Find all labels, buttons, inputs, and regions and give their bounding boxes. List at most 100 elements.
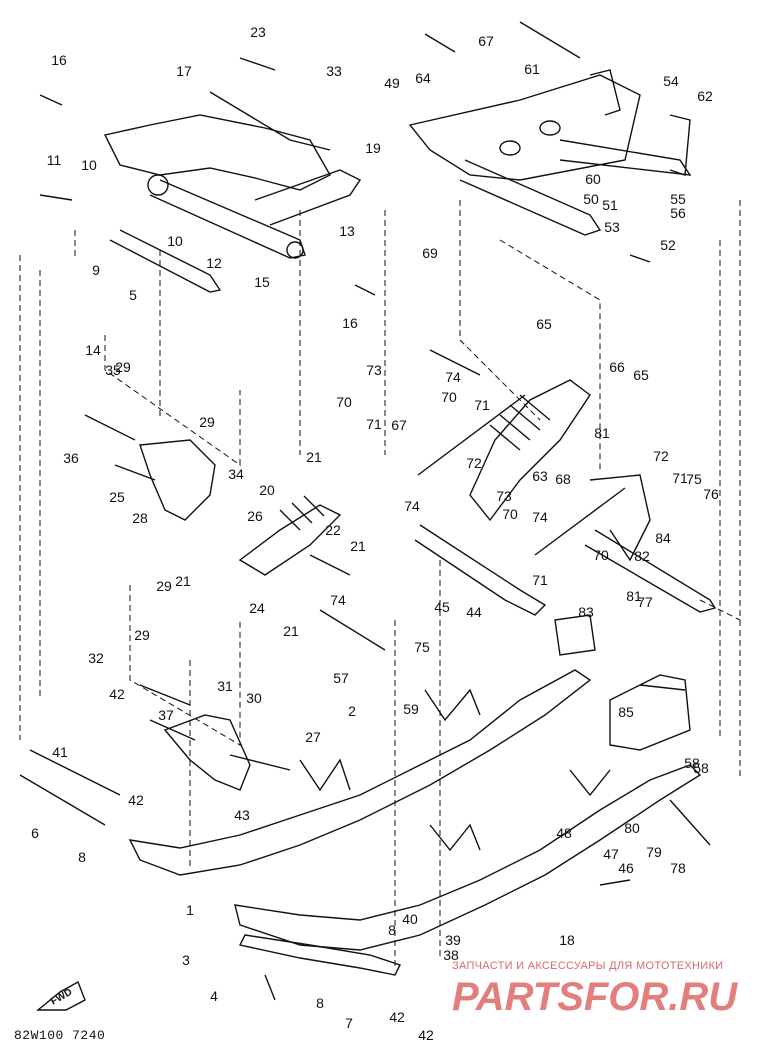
front-shock [238, 504, 342, 576]
callout-76: 76 [703, 486, 719, 502]
callout-10: 10 [81, 157, 97, 173]
callout-54: 54 [663, 73, 679, 89]
callout-39: 39 [445, 932, 461, 948]
callout-55: 55 [670, 191, 686, 207]
rear-shock [469, 379, 591, 522]
callout-10: 10 [167, 233, 183, 249]
callout-34: 34 [228, 466, 244, 482]
watermark-tagline: ЗАПЧАСТИ И АКСЕССУАРЫ ДЛЯ МОТОТЕХНИКИ [452, 960, 724, 972]
callout-19: 19 [365, 140, 381, 156]
callout-23: 23 [250, 24, 266, 40]
callout-58: 58 [693, 760, 709, 776]
slide-runner [238, 934, 401, 976]
callout-26: 26 [247, 508, 263, 524]
callout-84: 84 [655, 530, 671, 546]
callout-66: 66 [609, 359, 625, 375]
fwd-arrow-shape [36, 980, 86, 1011]
callout-64: 64 [415, 70, 431, 86]
callout-62: 62 [697, 88, 713, 104]
callout-29: 29 [156, 578, 172, 594]
callout-56: 56 [670, 205, 686, 221]
callout-numbers: 1234567888910101112131415161617181920212… [31, 24, 719, 1043]
callout-85: 85 [618, 704, 634, 720]
callout-71: 71 [532, 572, 548, 588]
callout-74: 74 [404, 498, 420, 514]
callout-8: 8 [388, 922, 396, 938]
callout-28: 28 [132, 510, 148, 526]
callout-1: 1 [186, 902, 194, 918]
callout-20: 20 [259, 482, 275, 498]
callout-13: 13 [339, 223, 355, 239]
callout-70: 70 [502, 506, 518, 522]
callout-48: 48 [556, 825, 572, 841]
callout-42: 42 [389, 1009, 405, 1025]
callout-72: 72 [653, 448, 669, 464]
callout-70: 70 [593, 547, 609, 563]
callout-82: 82 [634, 548, 650, 564]
callout-40: 40 [402, 911, 418, 927]
callout-41: 41 [52, 744, 68, 760]
callout-14: 14 [85, 342, 101, 358]
left-rail [128, 669, 592, 876]
callout-69: 69 [422, 245, 438, 261]
callout-42: 42 [128, 792, 144, 808]
callout-61: 61 [524, 61, 540, 77]
callout-72: 72 [466, 455, 482, 471]
callout-12: 12 [206, 255, 222, 271]
callout-25: 25 [109, 489, 125, 505]
svg-text:PARTSFOR.RU: PARTSFOR.RU [452, 975, 738, 1018]
callout-50: 50 [583, 191, 599, 207]
callout-22: 22 [325, 522, 341, 538]
callout-81: 81 [594, 425, 610, 441]
callout-37: 37 [158, 707, 174, 723]
front-arm [103, 114, 331, 191]
callout-7: 7 [345, 1015, 353, 1031]
fwd-label: FWD [49, 987, 74, 1008]
callout-17: 17 [176, 63, 192, 79]
rear-arm [408, 74, 641, 181]
callout-16: 16 [342, 315, 358, 331]
callout-6: 6 [31, 825, 39, 841]
watermark-logo: PARTSFOR.RU [452, 975, 738, 1018]
front-bracket [139, 439, 216, 521]
callout-71: 71 [474, 397, 490, 413]
callout-65: 65 [633, 367, 649, 383]
callout-29: 29 [199, 414, 215, 430]
callout-73: 73 [496, 488, 512, 504]
callout-43: 43 [234, 807, 250, 823]
callout-2: 2 [348, 703, 356, 719]
callout-74: 74 [532, 509, 548, 525]
right-rail [234, 764, 702, 951]
callout-38: 38 [443, 947, 459, 963]
callout-57: 57 [333, 670, 349, 686]
callout-70: 70 [336, 394, 352, 410]
callout-11: 11 [47, 152, 62, 168]
callout-45: 45 [434, 599, 450, 615]
callout-30: 30 [246, 690, 262, 706]
callout-60: 60 [585, 171, 601, 187]
callout-5: 5 [129, 287, 137, 303]
callout-75: 75 [686, 471, 702, 487]
callout-24: 24 [249, 600, 265, 616]
callout-74: 74 [445, 369, 461, 385]
callout-18: 18 [559, 932, 575, 948]
callout-36: 36 [63, 450, 79, 466]
callout-47: 47 [603, 846, 619, 862]
callout-63: 63 [532, 468, 548, 484]
callout-9: 9 [92, 262, 100, 278]
callout-21: 21 [306, 449, 322, 465]
callout-35: 35 [105, 362, 121, 378]
callout-42: 42 [418, 1027, 434, 1043]
callout-44: 44 [466, 604, 482, 620]
callout-52: 52 [660, 237, 676, 253]
callout-21: 21 [175, 573, 191, 589]
callout-74: 74 [330, 592, 346, 608]
callout-8: 8 [316, 995, 324, 1011]
callout-42: 42 [109, 686, 125, 702]
callout-32: 32 [88, 650, 104, 666]
callout-73: 73 [366, 362, 382, 378]
callout-33: 33 [326, 63, 342, 79]
lower-bracket [163, 714, 251, 791]
drawing-code: 82W100 7240 [14, 1028, 106, 1043]
callout-80: 80 [624, 820, 640, 836]
